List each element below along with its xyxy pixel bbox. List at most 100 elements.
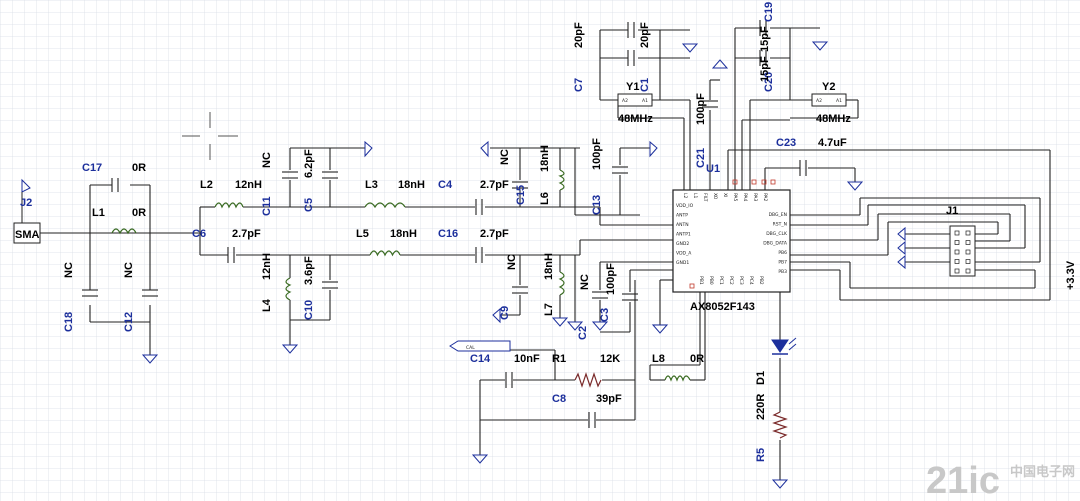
j1-pin-pad: [954, 240, 960, 245]
label-l8: L8: [652, 353, 665, 365]
watermark-logo: 21ic: [926, 460, 1000, 501]
label-c2-val: 100pF: [605, 263, 617, 295]
label-c6-val: 2.7pF: [232, 228, 261, 240]
label-y1: Y1: [626, 81, 639, 93]
svg-text:A1: A1: [642, 98, 648, 104]
svg-text:A1: A1: [836, 98, 842, 104]
label-y1-val: 48MHz: [618, 113, 653, 125]
label-c4-val: 2.7pF: [480, 179, 509, 191]
label-c6: C6: [192, 228, 206, 240]
chip-pin-label: PB3: [778, 269, 787, 275]
label-l3: L3: [365, 179, 378, 191]
label-r5: R5: [755, 448, 767, 462]
svg-text:A2: A2: [816, 98, 822, 104]
label-c12-val: NC: [123, 262, 135, 278]
chip-pin-label: PA4: [742, 193, 748, 202]
label-l1-val: 0R: [132, 207, 146, 219]
label-c8: C8: [552, 393, 566, 405]
label-c10: C10: [303, 300, 315, 320]
j1-pin-pad: [965, 249, 971, 255]
label-c1-val: 20pF: [639, 22, 651, 48]
j1-pin-pad: [954, 268, 960, 274]
chip-pin-label: PC1: [718, 276, 724, 285]
j1-pin-pad: [954, 230, 960, 236]
label-c9: C9: [499, 306, 511, 320]
chip-pin-label: PB6: [778, 250, 787, 256]
chip-pin-label: XO: [712, 193, 718, 200]
chip-pin-label: ANTP: [676, 213, 688, 219]
label-c5: C5: [303, 198, 315, 212]
chip-pin-label: PB0: [708, 276, 714, 285]
label-c13-val: 100pF: [591, 138, 603, 170]
label-j1: J1: [946, 205, 958, 217]
label-c2: C2: [577, 326, 589, 340]
label-d1: D1: [755, 371, 767, 385]
label-c11: C11: [261, 196, 273, 216]
label-c21-val: 100pF: [695, 93, 707, 125]
chip-pin-label: DBG_EN: [769, 212, 787, 218]
label-c20: C20: [763, 72, 775, 92]
label-l7-val: 18nH: [543, 253, 555, 280]
label-l2: L2: [200, 179, 213, 191]
chip-pin-label: PC4: [748, 276, 754, 285]
label-l4: L4: [261, 298, 273, 312]
label-c3: C3: [599, 308, 611, 322]
label-y2: Y2: [822, 81, 835, 93]
label-y2-val: 48MHz: [816, 113, 851, 125]
chip-pin-label: GND1: [676, 260, 689, 266]
ground-symbols: [141, 41, 906, 489]
label-c17-val: 0R: [132, 162, 146, 174]
j1-pin-pad: [965, 268, 971, 274]
chip-u1: VDD_IOANTPANTNANTP1GND2VDD_AGND1DBG_ENRS…: [672, 189, 791, 293]
label-l6: L6: [539, 192, 551, 205]
label-c12: C12: [123, 312, 135, 332]
label-l1: L1: [92, 207, 105, 219]
j1-pin-pad: [954, 249, 960, 255]
watermark: 21ic 中国电子网: [926, 460, 1075, 501]
label-l8-val: 0R: [690, 353, 704, 365]
led-d1: [771, 337, 797, 355]
label-c14: C14: [470, 353, 491, 365]
connector-j2-sma: [13, 178, 41, 244]
label-r1: R1: [552, 353, 566, 365]
label-c13: C13: [591, 195, 603, 215]
label-c4: C4: [438, 179, 453, 191]
label-l3-val: 18nH: [398, 179, 425, 191]
chip-pins: VDD_IOANTPANTNANTP1GND2VDD_AGND1DBG_ENRS…: [676, 193, 788, 285]
label-l7: L7: [543, 303, 555, 316]
chip-pin-label: PC3: [738, 276, 744, 285]
chip-pin-label: DBG_DATA: [763, 241, 788, 247]
label-l4-val: 12nH: [261, 253, 273, 280]
chip-pin-label: VDD_A: [676, 251, 692, 257]
net-label-cal: CAL: [449, 340, 511, 352]
label-nc-a: NC: [579, 274, 591, 290]
j1-pin-pad: [965, 230, 971, 236]
header-j1: [949, 225, 976, 277]
label-l6-val: 18nH: [539, 145, 551, 172]
label-c16-val: 2.7pF: [480, 228, 509, 240]
label-c17: C17: [82, 162, 102, 174]
chip-pin-label: L2: [682, 193, 688, 199]
label-c15: C15: [515, 185, 527, 205]
j1-pin-pad: [954, 259, 960, 264]
chip-pin-label: GND2: [676, 241, 689, 247]
j1-pin-pad: [965, 240, 971, 245]
chip-pin-label: PB7: [778, 260, 787, 266]
label-c23: C23: [776, 137, 796, 149]
chip-pin-label: DBG_CLK: [766, 231, 788, 237]
inductors: [111, 169, 691, 382]
chip-pin-label: PB2: [758, 276, 764, 285]
chip-pin-label: PA2: [762, 193, 768, 202]
label-r5-val: 220R: [755, 394, 767, 420]
label-j2: J2: [20, 197, 32, 209]
label-c19-val: 15pF: [759, 26, 771, 52]
chip-pin-label: PB1: [698, 276, 704, 285]
crosshair-cursor: [182, 112, 238, 160]
chip-pin-label: L1: [692, 193, 698, 199]
j1-pins: [954, 230, 971, 274]
crystal-y1: A2 A1: [617, 93, 653, 107]
crystal-y2: A2 A1: [811, 93, 847, 107]
